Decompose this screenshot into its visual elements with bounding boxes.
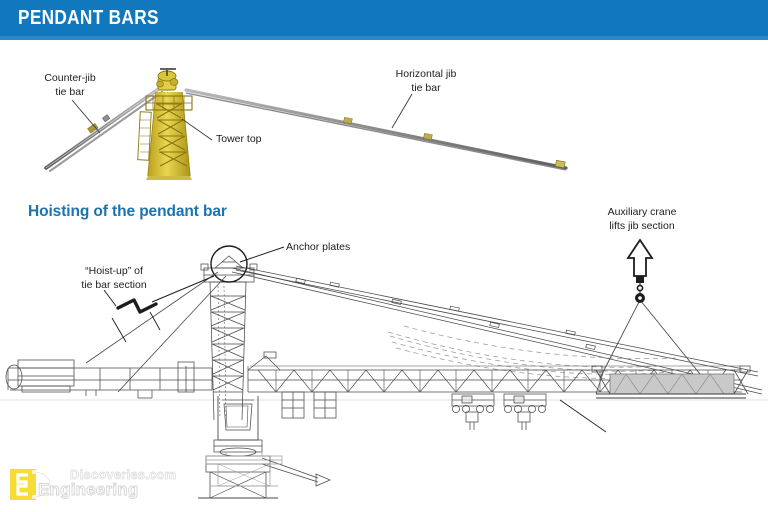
label-horizontal-jib-tie-bar: Horizontal jib tie bar xyxy=(395,68,457,94)
leader-anchor-plates xyxy=(239,246,285,263)
label-counter-jib-tie-bar: Counter-jib tie bar xyxy=(44,72,96,98)
section-title-hoisting: Hoisting of the pendant bar xyxy=(28,203,227,220)
horizontal-jib-tie-bar-group xyxy=(184,88,568,171)
tower-mast xyxy=(209,281,247,421)
pendant-bars-erected xyxy=(231,265,763,395)
leader-tower-top xyxy=(181,118,213,141)
lifted-jib-section xyxy=(591,365,751,399)
header-banner xyxy=(0,0,768,36)
leader-auxiliary-section xyxy=(559,399,607,433)
dashed-guide-lines xyxy=(387,325,677,379)
up-arrow-icon xyxy=(626,238,654,277)
label-anchor-plates: Anchor plates xyxy=(286,241,351,253)
ed-logo-icon xyxy=(10,469,52,500)
watermark-discoveries-text: Discoveries.com xyxy=(70,467,177,483)
counterweight xyxy=(17,359,75,387)
tower-base-detail-thumbnail xyxy=(205,452,283,487)
anchor-plates-highlight-circle xyxy=(210,245,248,283)
auxiliary-crane-rigging xyxy=(599,276,701,379)
watermark-logo: Discoveries.com Engineering xyxy=(8,466,218,506)
pulley-icon xyxy=(635,293,645,303)
counter-jib-tie-bar-group xyxy=(44,86,164,173)
label-auxiliary-crane: Auxiliary crane lifts jib section xyxy=(607,206,677,232)
tower-top-structure xyxy=(137,68,193,180)
bottom-diagram-leader-lines xyxy=(103,246,607,433)
leader-counter-jib xyxy=(71,99,101,134)
label-hoist-up-tie-bar-section: “Hoist-up” of tie bar section xyxy=(81,265,147,291)
anchor-plate-assembly xyxy=(200,245,258,283)
leader-horizontal-jib xyxy=(391,93,413,129)
hoist-up-tie-bar-symbol xyxy=(111,298,161,343)
trolley-assembly xyxy=(451,393,547,430)
auxiliary-crane-hoist-symbol xyxy=(626,238,654,303)
main-jib-truss xyxy=(247,351,742,419)
hook-block xyxy=(636,276,644,283)
label-tower-top: Tower top xyxy=(216,133,262,145)
leader-hoist-up-secondary xyxy=(103,289,117,307)
watermark-engineering-text: Engineering xyxy=(38,480,139,500)
header-underline-strip xyxy=(0,36,768,40)
page-title: PENDANT BARS xyxy=(18,7,159,29)
